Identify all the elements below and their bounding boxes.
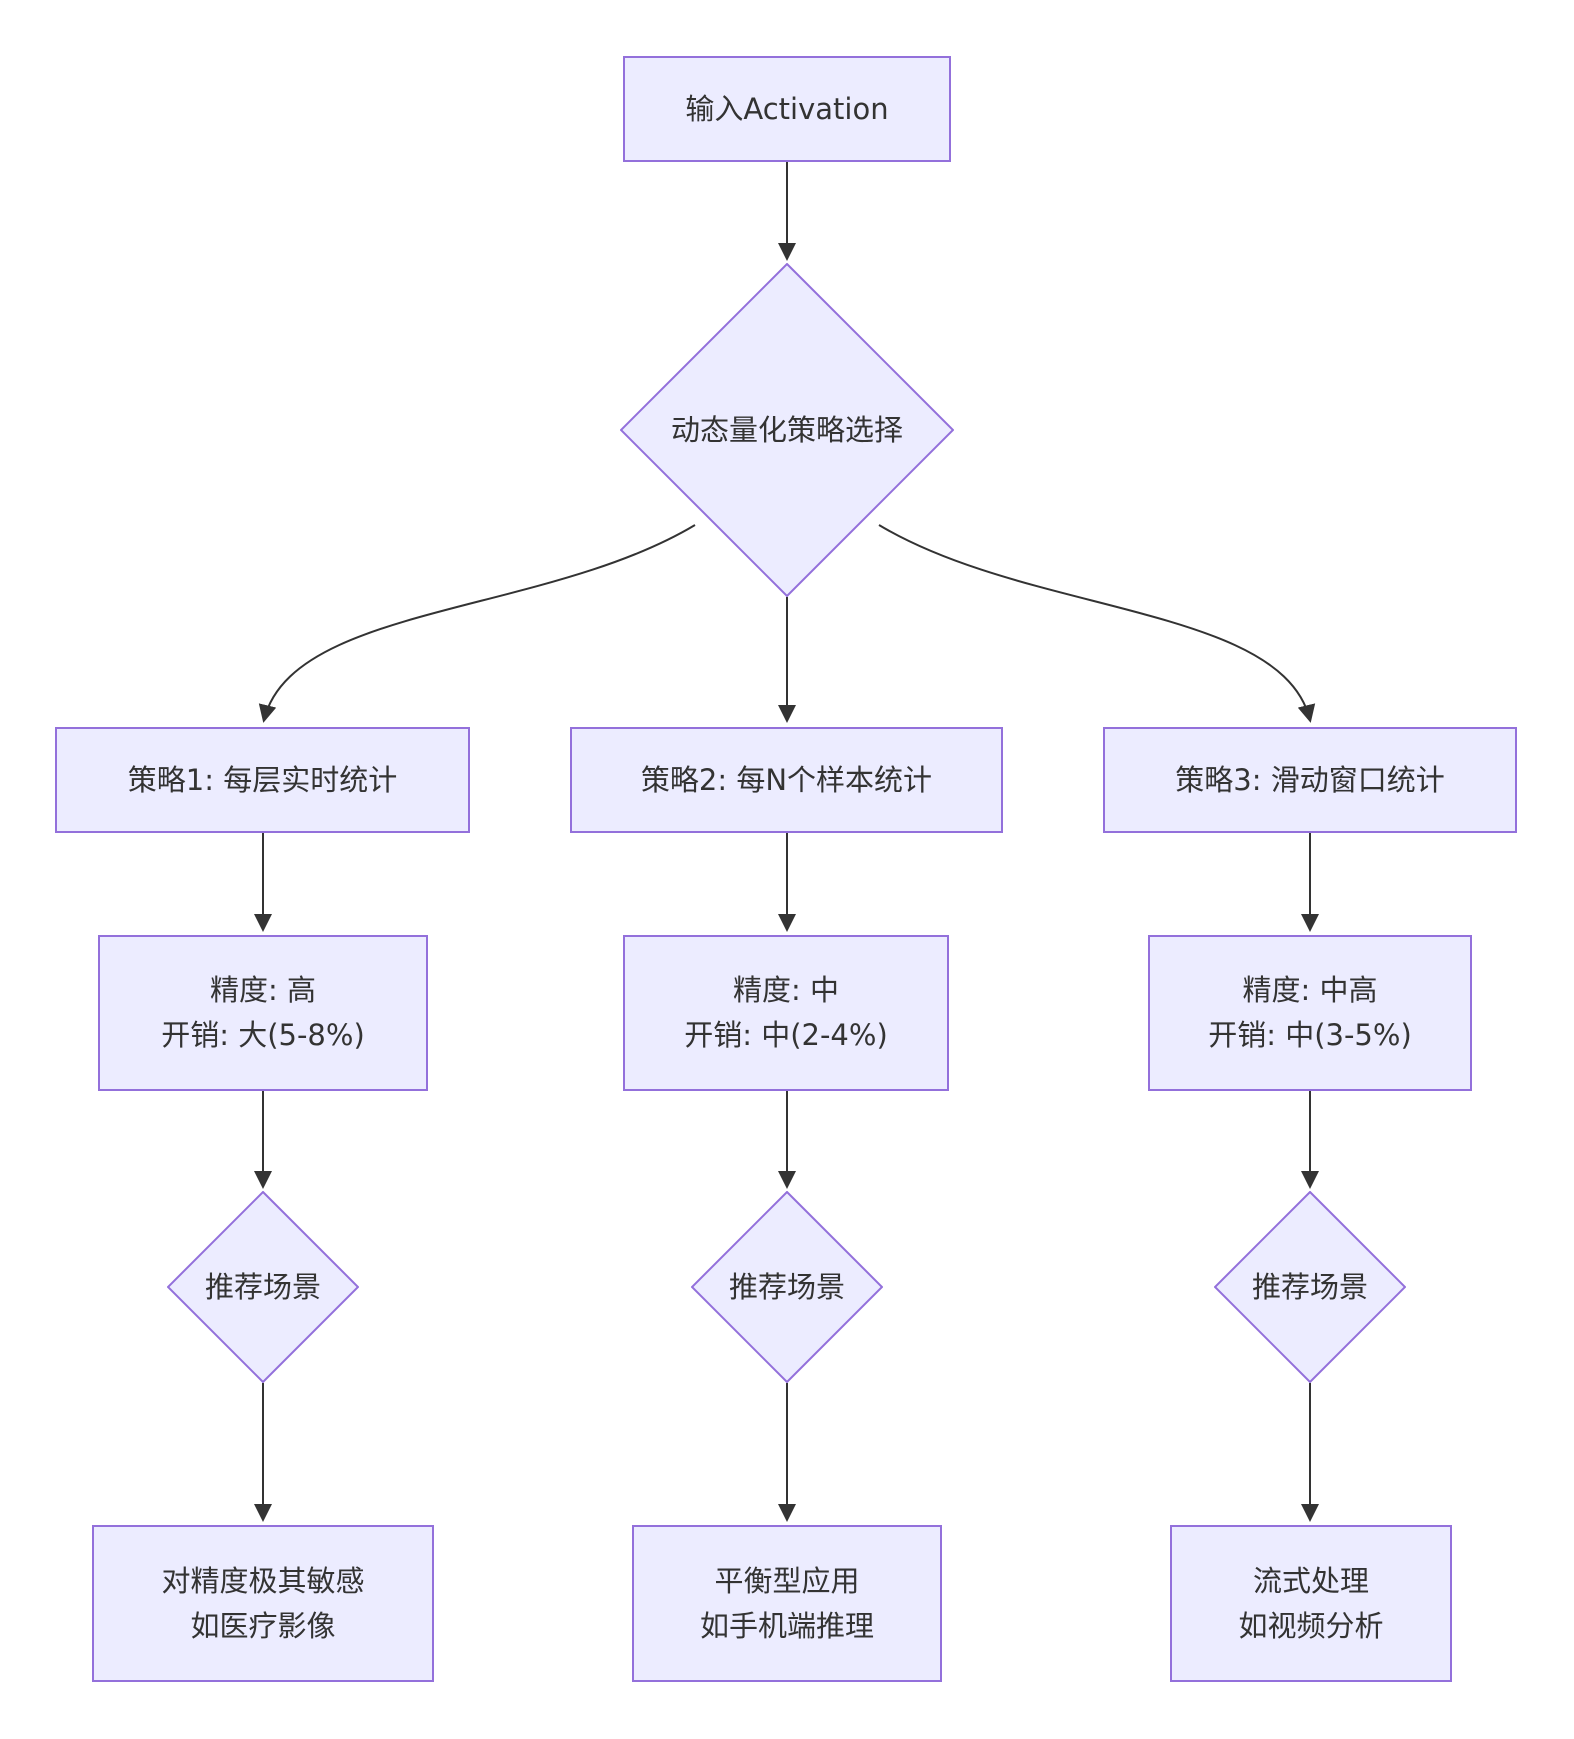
- node-tradeoff3-line1: 精度: 中高: [1242, 973, 1378, 1008]
- node-tradeoff1-line2: 开销: 大(5-8%): [161, 1018, 365, 1052]
- node-strategy2-label: 策略2: 每N个样本统计: [640, 762, 933, 797]
- node-usecase3-line2: 如视频分析: [1238, 1608, 1384, 1643]
- diamond-shape: [167, 1191, 359, 1383]
- diamond-shape: [620, 263, 954, 597]
- node-strategy3-label: 策略3: 滑动窗口统计: [1175, 762, 1445, 797]
- node-strategy3: 策略3: 滑动窗口统计: [1103, 727, 1517, 833]
- node-scene-decision3-label: 推荐场景: [1251, 1269, 1368, 1304]
- node-decision-strategy-select: 动态量化策略选择: [620, 263, 954, 597]
- node-strategy1-label: 策略1: 每层实时统计: [127, 762, 398, 797]
- node-usecase3-line1: 流式处理: [1252, 1563, 1369, 1598]
- node-tradeoff3-line2: 开销: 中(3-5%): [1208, 1018, 1412, 1052]
- node-usecase2-line2: 如手机端推理: [699, 1608, 874, 1643]
- node-tradeoff2-line1: 精度: 中: [733, 973, 839, 1008]
- diamond-shape: [1214, 1191, 1406, 1383]
- node-usecase1-line2: 如医疗影像: [190, 1608, 336, 1643]
- node-strategy1: 策略1: 每层实时统计: [55, 727, 470, 833]
- node-input-activation: 输入Activation: [623, 56, 951, 162]
- node-tradeoff1: 精度: 高 开销: 大(5-8%): [98, 935, 428, 1091]
- node-scene-decision1: 推荐场景: [167, 1191, 359, 1383]
- node-usecase2-line1: 平衡型应用: [714, 1563, 860, 1598]
- node-usecase2: 平衡型应用 如手机端推理: [632, 1525, 942, 1682]
- node-tradeoff3: 精度: 中高 开销: 中(3-5%): [1148, 935, 1472, 1091]
- node-scene-decision3: 推荐场景: [1214, 1191, 1406, 1383]
- node-usecase3: 流式处理 如视频分析: [1170, 1525, 1452, 1682]
- node-strategy2: 策略2: 每N个样本统计: [570, 727, 1003, 833]
- node-tradeoff2: 精度: 中 开销: 中(2-4%): [623, 935, 949, 1091]
- node-scene-decision2: 推荐场景: [691, 1191, 883, 1383]
- node-scene-decision2-label: 推荐场景: [728, 1269, 845, 1304]
- edge-decision-to-strategy3: [878, 524, 1316, 723]
- edge-decision-to-strategy1: [258, 524, 696, 723]
- node-usecase1-line1: 对精度极其敏感: [161, 1563, 365, 1598]
- node-tradeoff2-line2: 开销: 中(2-4%): [684, 1018, 888, 1052]
- node-input-activation-label: 输入Activation: [685, 91, 889, 126]
- node-scene-decision1-label: 推荐场景: [204, 1269, 321, 1304]
- node-tradeoff1-line1: 精度: 高: [210, 973, 316, 1008]
- node-usecase1: 对精度极其敏感 如医疗影像: [92, 1525, 434, 1682]
- node-decision-strategy-select-label: 动态量化策略选择: [670, 412, 903, 447]
- diamond-shape: [691, 1191, 883, 1383]
